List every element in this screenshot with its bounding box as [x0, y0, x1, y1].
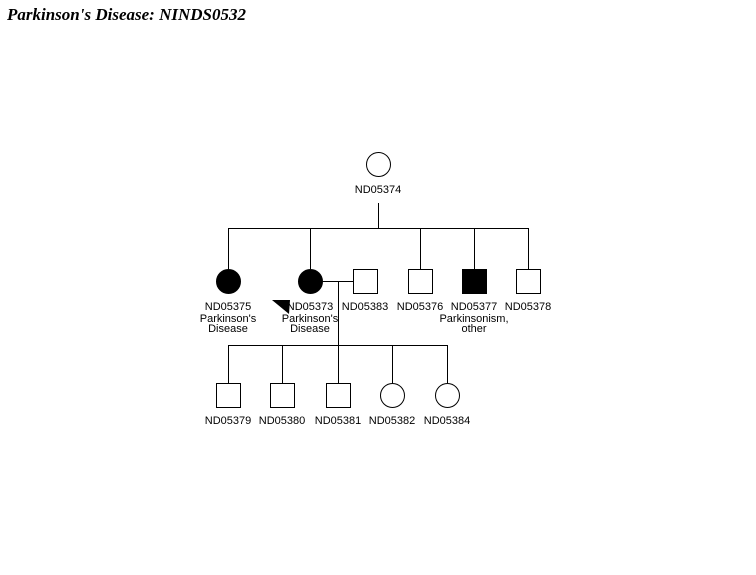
condition-label: Parkinson's Disease — [281, 313, 339, 335]
female-affected-symbol-icon — [297, 269, 323, 294]
condition-line-1: Parkinsonism, — [439, 313, 509, 325]
male-unaffected-symbol-icon — [215, 383, 241, 408]
male-unaffected-symbol-icon — [269, 383, 295, 408]
individual-id-label: ND05382 — [368, 415, 416, 427]
male-unaffected-symbol-icon — [325, 383, 351, 408]
proband-arrow-icon — [272, 300, 290, 314]
male-unaffected-symbol-icon — [515, 269, 541, 294]
male-unaffected-symbol-icon — [352, 269, 378, 294]
female-unaffected-symbol-icon — [434, 383, 460, 408]
individual-id-label: ND05376 — [396, 301, 444, 313]
pedigree-individual-nd05376: ND05376 — [360, 269, 480, 313]
individual-id-label: ND05378 — [504, 301, 552, 313]
female-unaffected-symbol-icon — [379, 383, 405, 408]
condition-line-2: Disease — [290, 323, 330, 335]
male-affected-symbol-icon — [461, 269, 487, 294]
female-unaffected-symbol-icon — [365, 152, 391, 177]
condition-line-1: Parkinson's — [199, 313, 257, 325]
condition-line-2: other — [461, 323, 487, 335]
pedigree-individual-nd05377: ND05377 Parkinsonism, other — [414, 269, 534, 335]
individual-id-label: ND05374 — [354, 184, 402, 196]
pedigree-individual-nd05383: ND05383 — [305, 269, 425, 313]
page-title: Parkinson's Disease: NINDS0532 — [7, 5, 246, 24]
individual-id-label: ND05377 — [450, 301, 498, 313]
pedigree-individual-nd05381: ND05381 — [278, 383, 398, 427]
pedigree-individual-nd05382: ND05382 — [332, 383, 452, 427]
individual-id-label: ND05373 — [286, 301, 334, 313]
pedigree-individual-nd05379: ND05379 — [168, 383, 288, 427]
pedigree-individual-nd05384: ND05384 — [387, 383, 507, 427]
individual-id-label: ND05379 — [204, 415, 252, 427]
individual-id-label: ND05380 — [258, 415, 306, 427]
pedigree-individual-nd05380: ND05380 — [222, 383, 342, 427]
pedigree-individual-nd05378: ND05378 — [468, 269, 588, 313]
female-affected-symbol-icon — [215, 269, 241, 294]
male-unaffected-symbol-icon — [407, 269, 433, 294]
individual-id-label: ND05383 — [341, 301, 389, 313]
condition-line-2: Disease — [208, 323, 248, 335]
pedigree-individual-nd05373-proband: ND05373 Parkinson's Disease — [250, 269, 370, 335]
condition-label: Parkinson's Disease — [199, 313, 257, 335]
individual-id-label: ND05375 — [204, 301, 252, 313]
condition-label: Parkinsonism, other — [439, 313, 509, 335]
individual-id-label: ND05384 — [423, 415, 471, 427]
pedigree-individual-nd05375: ND05375 Parkinson's Disease — [168, 269, 288, 335]
condition-line-1: Parkinson's — [281, 313, 339, 325]
individual-id-label: ND05381 — [314, 415, 362, 427]
pedigree-individual-nd05374: ND05374 — [318, 152, 438, 196]
